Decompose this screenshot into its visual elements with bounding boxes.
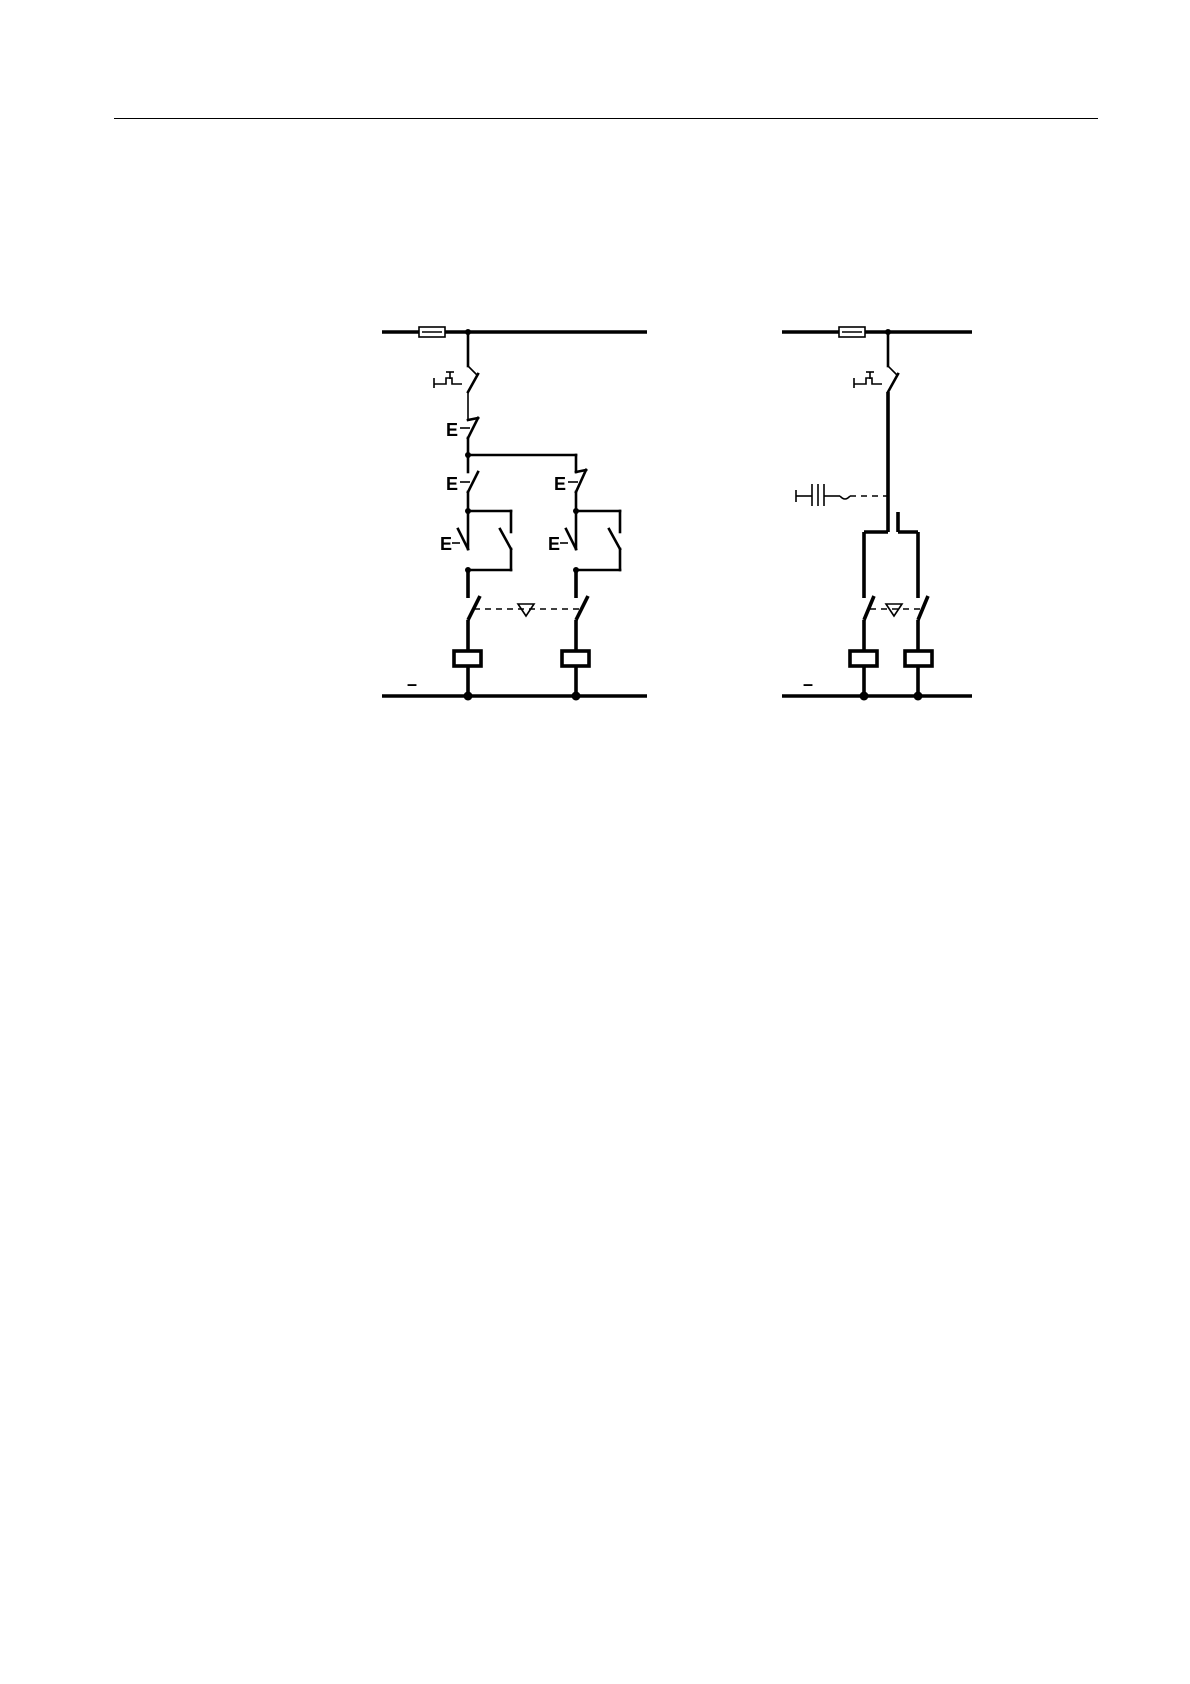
svg-text:E: E [446, 420, 458, 440]
left-chain1-stop: E [446, 455, 478, 511]
right-interlock-contacts [864, 596, 928, 650]
svg-text:E: E [446, 474, 458, 494]
left-stop-button: E [446, 418, 478, 455]
right-coil-1 [850, 651, 877, 666]
left-circuit: – E E [382, 327, 647, 701]
svg-text:E: E [440, 534, 452, 554]
left-chain2-stop: E [554, 470, 586, 511]
left-negative-label: – [407, 674, 417, 694]
left-coil-1 [454, 651, 481, 666]
svg-text:E: E [548, 534, 560, 554]
right-circuit: – [782, 327, 972, 701]
left-chain2-start-hold: E [548, 511, 620, 570]
left-junction-bottom-1 [464, 692, 473, 701]
left-junction-bottom-2 [572, 692, 581, 701]
left-coil-2 [562, 651, 589, 666]
svg-text:E: E [554, 474, 566, 494]
left-chain1-start-hold: E [440, 511, 511, 570]
left-interlock-contacts [468, 570, 588, 650]
right-thermal-relay-contact [854, 366, 898, 392]
right-selector-contact [864, 512, 918, 598]
right-coil-2 [905, 651, 932, 666]
right-remote-switch [796, 484, 888, 506]
right-junction-bottom-2 [914, 692, 923, 701]
left-thermal-relay-contact [434, 366, 478, 420]
right-junction-bottom-1 [860, 692, 869, 701]
right-negative-label: – [803, 674, 813, 694]
